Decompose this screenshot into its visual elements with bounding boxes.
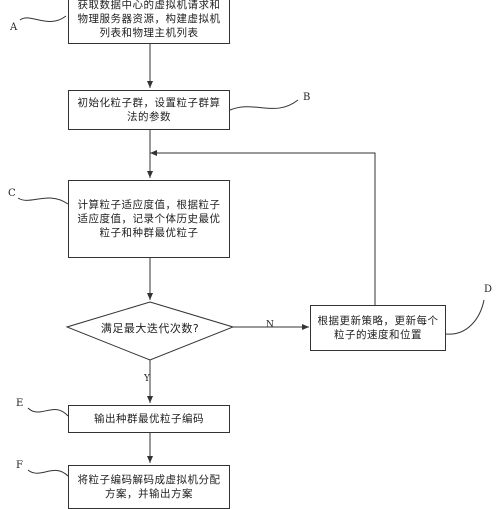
leader-f bbox=[27, 469, 69, 477]
leader-b bbox=[229, 99, 299, 111]
step-f-box: 将粒子编码解码成虚拟机分配方案，并输出方案 bbox=[68, 465, 230, 509]
decision-text: 满足最大迭代次数? bbox=[100, 322, 200, 335]
step-e-text: 输出种群最优粒子编码 bbox=[94, 413, 204, 425]
tag-c: C bbox=[8, 188, 16, 199]
leader-d bbox=[445, 299, 485, 335]
step-a-text: 获取数据中心的虚拟机请求和物理服务器资源，构建虚拟机列表和物理主机列表 bbox=[77, 0, 221, 39]
step-c-box: 计算粒子适应度值，根据粒子适应度值，记录个体历史最优粒子和种群最优粒子 bbox=[68, 180, 230, 258]
leader-c bbox=[17, 197, 69, 205]
branch-no-label: N bbox=[266, 320, 274, 330]
step-d-text: 根据更新策略，更新每个粒子的速度和位置 bbox=[317, 315, 439, 341]
leader-e bbox=[27, 407, 69, 417]
step-b-box: 初始化粒子群，设置粒子群算法的参数 bbox=[68, 90, 230, 130]
step-c-text: 计算粒子适应度值，根据粒子适应度值，记录个体历史最优粒子和种群最优粒子 bbox=[77, 199, 221, 239]
step-a-box: 获取数据中心的虚拟机请求和物理服务器资源，构建虚拟机列表和物理主机列表 bbox=[68, 0, 230, 44]
tag-f: F bbox=[16, 460, 23, 471]
step-f-text: 将粒子编码解码成虚拟机分配方案，并输出方案 bbox=[77, 474, 221, 500]
tag-e: E bbox=[16, 398, 24, 409]
step-d-box: 根据更新策略，更新每个粒子的速度和位置 bbox=[310, 305, 446, 351]
arrow-d-loop-back bbox=[150, 150, 376, 305]
step-e-box: 输出种群最优粒子编码 bbox=[68, 405, 230, 433]
tag-a: A bbox=[10, 22, 18, 33]
leader-a bbox=[19, 15, 67, 22]
step-b-text: 初始化粒子群，设置粒子群算法的参数 bbox=[77, 97, 221, 123]
tag-b: B bbox=[303, 92, 311, 103]
tag-d: D bbox=[484, 284, 493, 295]
branch-yes-label: Y bbox=[144, 374, 150, 384]
